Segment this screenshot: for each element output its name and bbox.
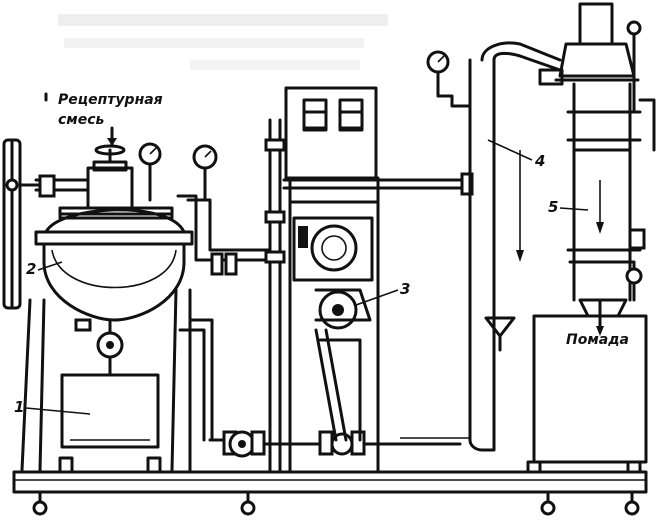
label-retseptura-line1: Рецептурная <box>58 92 163 108</box>
callout-2: 2 <box>26 260 63 278</box>
callout-4: 4 <box>487 139 545 170</box>
callout-1: 1 <box>14 398 91 416</box>
column-assembly <box>426 2 656 464</box>
callout-number-4: 4 <box>534 152 545 170</box>
callout-3: 3 <box>355 280 410 306</box>
label-retseptura-line2: смесь <box>58 112 105 128</box>
kettle-assembly <box>2 138 470 472</box>
retseptura-label: Рецептурная смесь <box>44 92 163 148</box>
label-pomada: Помада <box>566 332 629 348</box>
callout-number-3: 3 <box>400 280 410 298</box>
callout-5: 5 <box>548 198 589 216</box>
callout-number-5: 5 <box>548 198 558 216</box>
callout-number-2: 2 <box>26 260 36 278</box>
pump-cabinet <box>264 86 474 474</box>
faint-scan-text <box>58 14 388 70</box>
base-frame <box>12 456 648 516</box>
callout-number-1: 1 <box>14 398 24 416</box>
